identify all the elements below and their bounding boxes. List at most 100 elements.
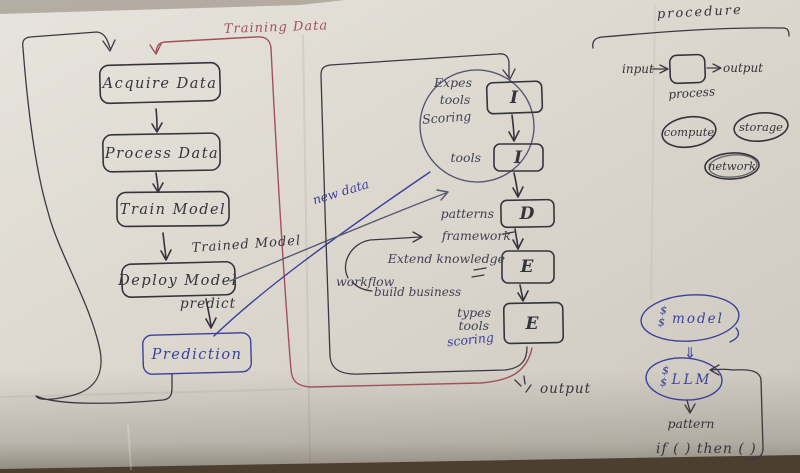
legend-output-label: output — [723, 61, 763, 75]
legend-bracket — [592, 27, 790, 49]
equals-marks — [471, 267, 487, 278]
table-edge-top — [0, 0, 345, 14]
network-ellipse — [704, 152, 760, 180]
stage-box-e1 — [501, 250, 555, 284]
loop-to-llm-arrowhead — [709, 364, 720, 376]
model-label: model — [672, 311, 724, 327]
if-then-label: if ( ) then ( ) — [656, 441, 757, 457]
stage-box-e2 — [502, 301, 565, 345]
storage-ellipse — [733, 111, 789, 143]
deploy-to-patterns-curve — [229, 192, 447, 282]
scoring-note: scoring — [446, 330, 494, 350]
stage-box-i1 — [485, 80, 544, 115]
stage-letter-e2: E — [525, 314, 540, 334]
llm-ellipse — [645, 357, 723, 401]
output-label: output — [540, 381, 591, 397]
prediction-box — [142, 332, 252, 375]
legend-title: procedure — [657, 3, 744, 22]
train-model-box — [116, 190, 230, 228]
stage-letter-i2: I — [513, 148, 523, 168]
legend-input-arrowhead — [659, 64, 669, 74]
stage-arrowhead — [512, 238, 524, 250]
loop-arrowhead — [102, 39, 116, 52]
tools-note: tools — [451, 150, 482, 165]
stage-letter-e1: E — [520, 257, 535, 277]
stage-arrowhead — [512, 186, 524, 198]
circle-note-3: Scoring — [422, 108, 472, 126]
stage-box-i2 — [493, 143, 544, 172]
paper-crease-vertical-right — [650, 4, 656, 301]
llm-flow: $ $ model ⇓ $ $ LLM pattern if ( ) then … — [640, 294, 764, 460]
framework-tick — [502, 231, 515, 235]
process-data-label: Process Data — [104, 146, 219, 162]
sparkle-marks — [514, 375, 532, 393]
middle-input-arrowhead — [502, 68, 516, 80]
new-data-curve — [213, 171, 431, 337]
curve-arrowhead — [436, 189, 449, 201]
process-data-box — [102, 132, 221, 173]
stage-arrowhead — [508, 130, 520, 142]
storage-label: storage — [739, 120, 783, 134]
predict-arrow — [205, 298, 212, 327]
workflow-connector — [351, 281, 373, 292]
stage-arrow — [519, 284, 524, 300]
middle-feedback-loop-line — [320, 53, 528, 375]
legend: procedure input output process compute s… — [592, 3, 790, 180]
deploy-model-box — [121, 260, 236, 299]
model-ellipse-tail — [729, 327, 740, 343]
cost-mark-icon: $ — [660, 376, 667, 389]
middle-pipeline: Expes tools Scoring I I tools D patterns… — [320, 53, 591, 397]
stage-arrow — [513, 172, 519, 196]
llm-down-arrowhead — [684, 403, 696, 414]
build-business-label: build business — [374, 285, 461, 299]
flow-arrow — [155, 172, 159, 191]
flow-arrow — [155, 108, 158, 131]
workflow-label: workflow — [336, 274, 395, 289]
network-ellipse-inner — [708, 154, 758, 178]
prediction-label: Prediction — [151, 347, 243, 363]
stage-arrowhead — [517, 290, 529, 302]
bottom-shadow — [0, 370, 800, 473]
legend-output-arrowhead — [712, 63, 722, 73]
training-data-loop-line — [155, 36, 533, 388]
stage-box-d — [500, 198, 555, 229]
flow-arrowhead — [151, 122, 163, 133]
llm-down-arrow — [686, 399, 691, 412]
types-note: types — [457, 305, 491, 320]
paper-crease-bottom — [127, 424, 132, 471]
training-data-label: Training Data — [224, 18, 329, 37]
model-ellipse — [640, 294, 740, 342]
stage-arrow — [514, 228, 519, 248]
stage-letter-i1: I — [509, 88, 519, 108]
network-label: network — [708, 159, 756, 173]
workflow-loop-line — [344, 236, 421, 279]
stage-letter-d: D — [519, 204, 535, 224]
training-data-arrowhead — [149, 43, 162, 55]
paper-crease-horizontal — [0, 388, 301, 398]
acquire-data-box — [98, 61, 222, 105]
compute-label: compute — [664, 125, 715, 139]
compute-ellipse — [661, 115, 717, 149]
legend-process-label: process — [668, 84, 716, 101]
left-pipeline: Training Data Acquire Data Process Data … — [22, 18, 533, 404]
circle-note-2: tools — [440, 92, 471, 107]
circle-note-1: Expes — [433, 75, 472, 90]
cost-mark-icon: $ — [660, 304, 667, 317]
predict-arrowhead — [205, 317, 217, 329]
framework-note: framework — [441, 228, 511, 243]
llm-label: LLM — [671, 372, 713, 388]
table-edge-bottom — [0, 455, 800, 473]
tools-note-2: tools — [459, 318, 490, 333]
legend-process-box — [668, 53, 707, 85]
cost-mark-icon: $ — [662, 364, 669, 377]
loop-to-llm-arrow — [711, 368, 735, 371]
pattern-label: pattern — [668, 416, 715, 431]
flow-arrow — [162, 232, 167, 259]
flow-arrowhead — [160, 249, 172, 261]
acquire-data-label: Acquire Data — [101, 76, 218, 92]
train-model-label: Train Model — [120, 202, 226, 218]
if-then-loop-line — [733, 369, 764, 460]
